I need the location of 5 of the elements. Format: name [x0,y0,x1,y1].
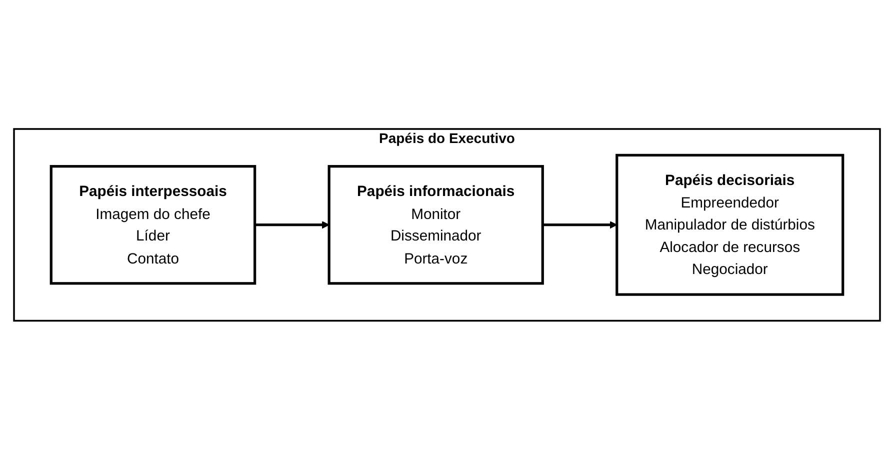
node-box: Papéis informacionais Monitor Disseminador Porta-voz [328,165,544,285]
node-box: Papéis interpessoais Imagem do chefe Líder Contato [50,165,256,285]
node-box: Papéis decisoriais Empreendedor Manipulador de distúrbios Alocador de recursos Negociador [616,154,844,296]
arrow [542,221,618,229]
arrow [254,221,330,229]
